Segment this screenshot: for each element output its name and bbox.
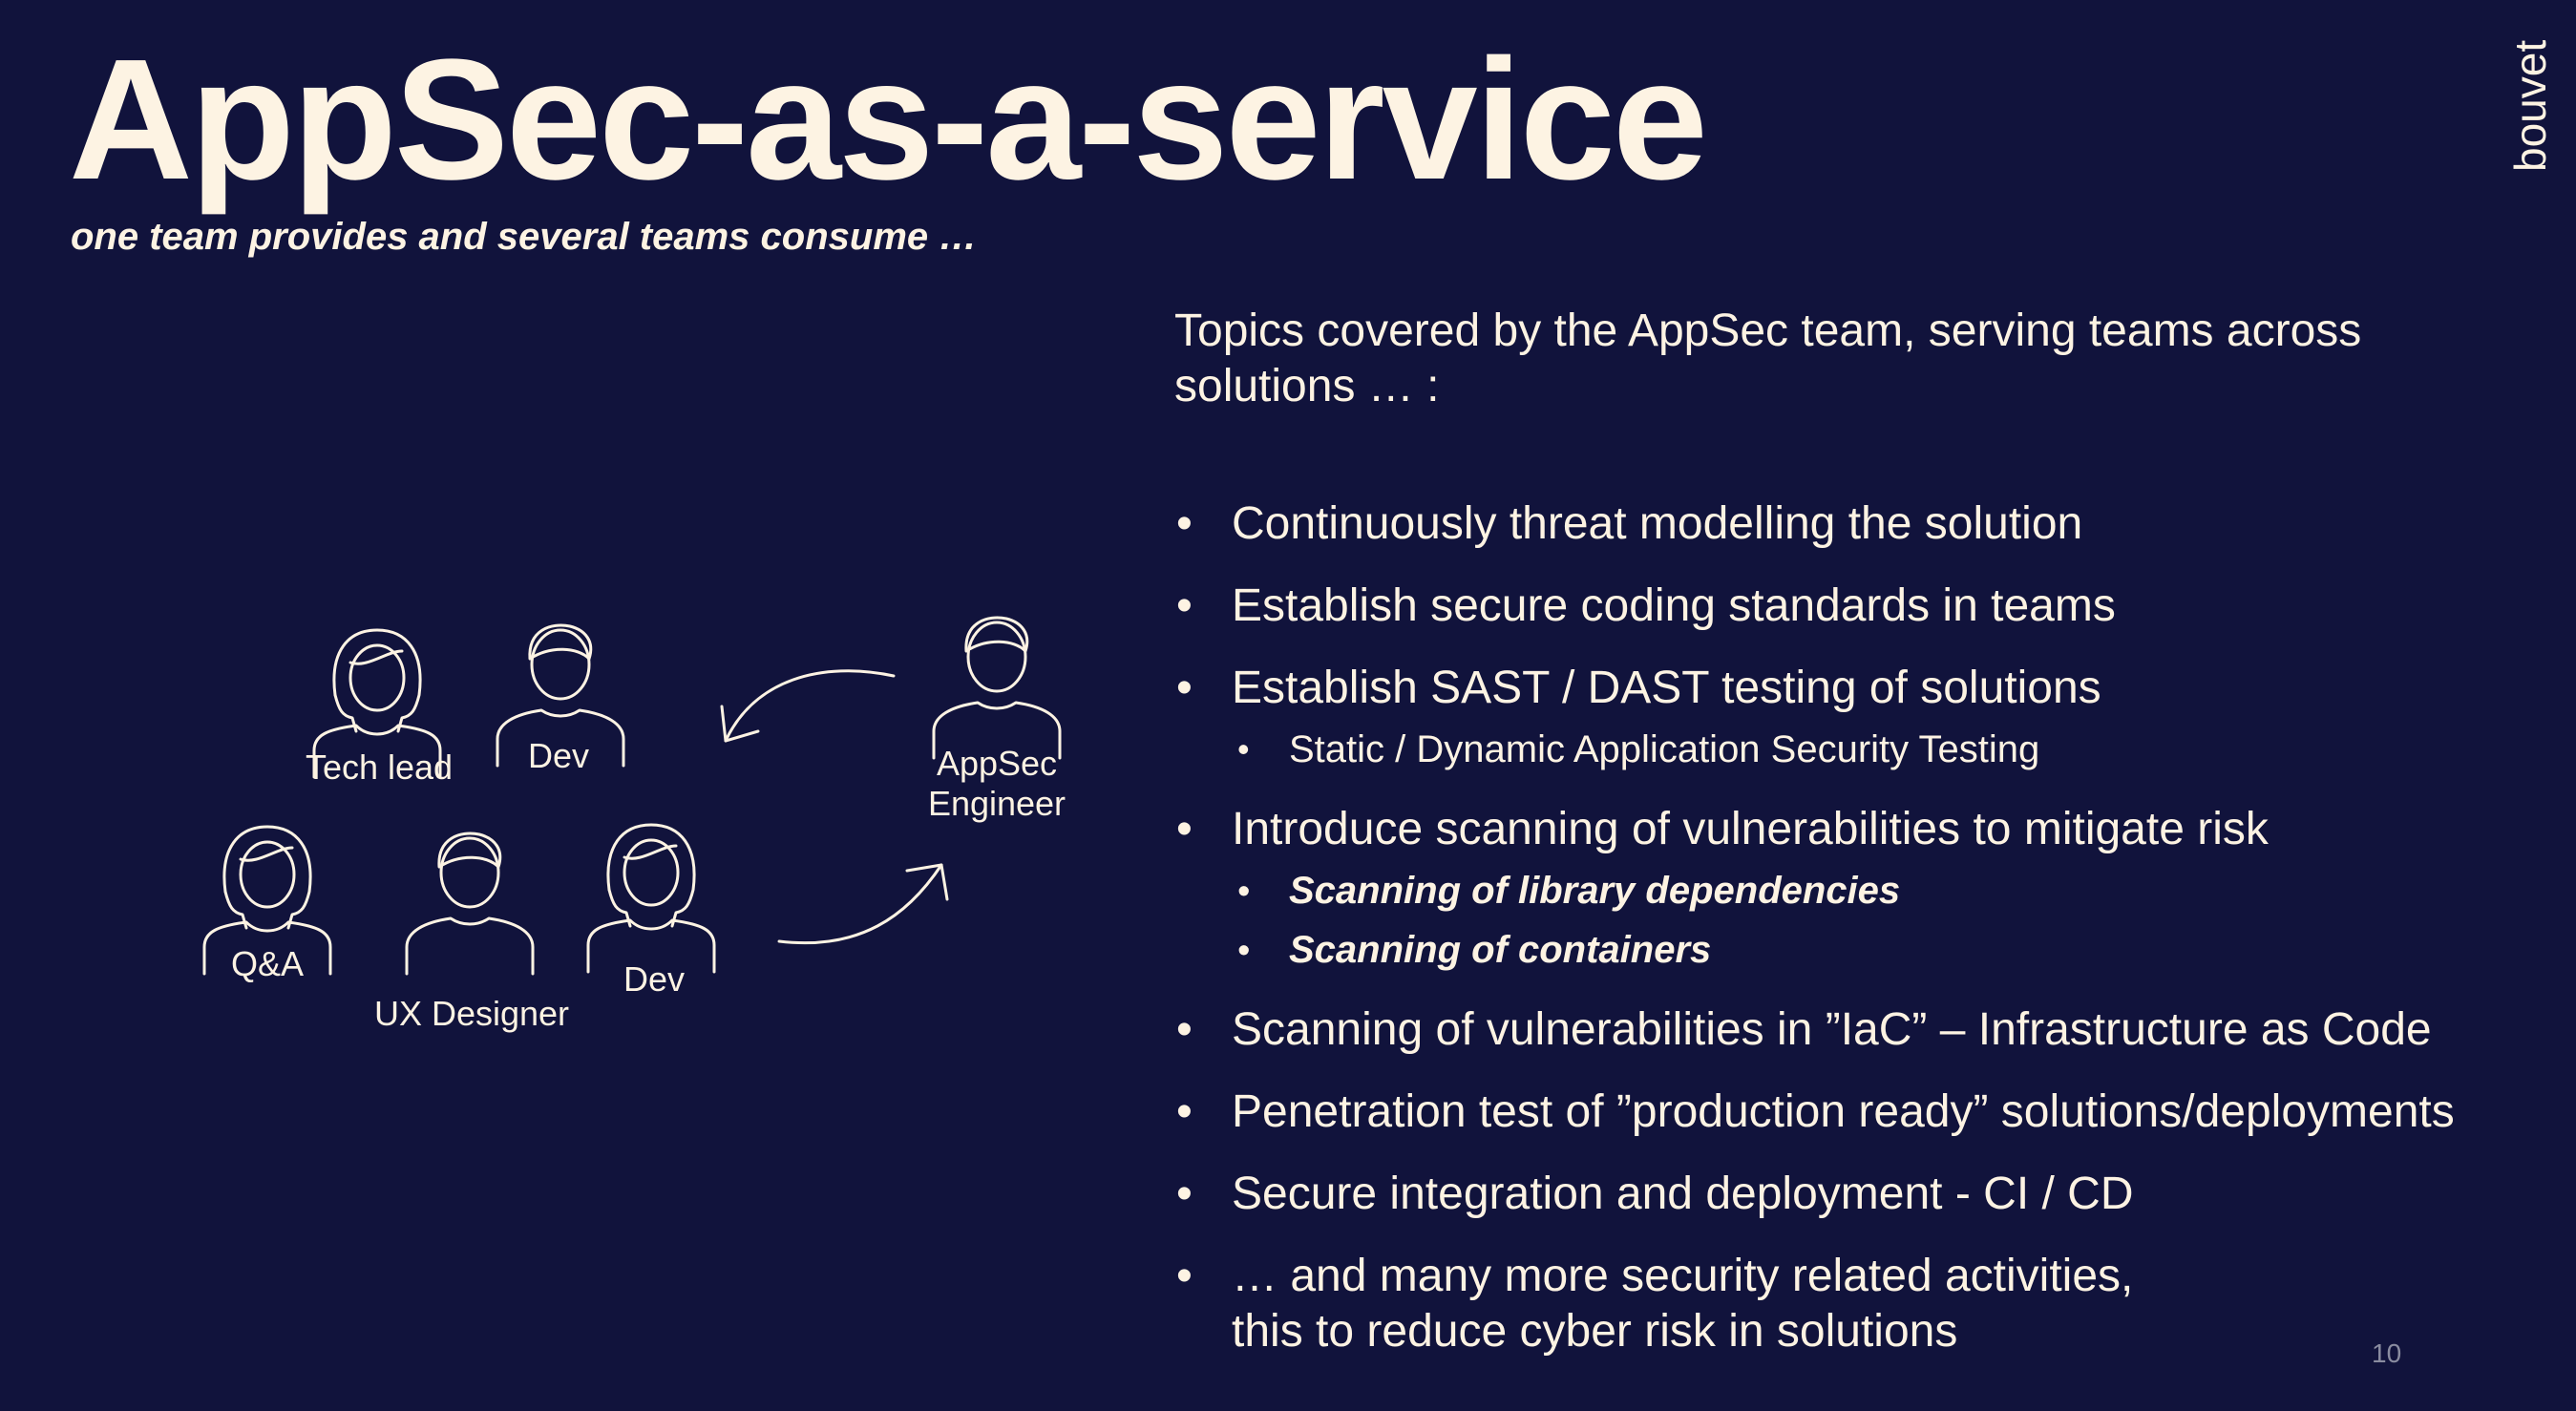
topic-item: Secure integration and deployment - CI /… xyxy=(1174,1167,2568,1222)
topic-text: Introduce scanning of vulnerabilities to… xyxy=(1232,804,2269,854)
person-ux-designer: UX Designer xyxy=(374,832,569,1033)
topic-subitem: Static / Dynamic Application Security Te… xyxy=(1232,724,2568,775)
person-appsec-engineer: AppSec Engineer xyxy=(928,616,1066,823)
topic-item: Establish SAST / DAST testing of solutio… xyxy=(1174,661,2568,775)
person-tech-lead: Tech lead xyxy=(306,628,453,787)
topic-text: Establish secure coding standards in tea… xyxy=(1232,580,2116,631)
page-number: 10 xyxy=(2372,1338,2402,1368)
topic-text-line2: this to reduce cyber risk in solutions xyxy=(1232,1306,1958,1357)
topic-text: Establish SAST / DAST testing of solutio… xyxy=(1232,663,2101,713)
topics-intro: Topics covered by the AppSec team, servi… xyxy=(1174,305,2362,411)
team-diagram: Tech lead Dev Q&A UX Designer Dev AppSec… xyxy=(202,616,1066,1033)
topic-subitem: Scanning of containers xyxy=(1232,924,2568,976)
topic-text: Secure integration and deployment - CI /… xyxy=(1232,1169,2134,1219)
person-qa: Q&A xyxy=(202,825,332,983)
topic-text: Penetration test of ”production ready” s… xyxy=(1232,1086,2455,1137)
person-label-line1: AppSec xyxy=(937,744,1057,783)
topic-item: Introduce scanning of vulnerabilities to… xyxy=(1174,802,2568,976)
arrow-to-appsec xyxy=(777,863,949,945)
topics-list: Continuously threat modelling the soluti… xyxy=(1174,496,2568,1386)
topic-text: Scanning of vulnerabilities in ”IaC” – I… xyxy=(1232,1004,2432,1055)
person-dev-bottom: Dev xyxy=(586,823,716,999)
man-icon xyxy=(405,832,535,976)
topic-item: Establish secure coding standards in tea… xyxy=(1174,579,2568,634)
slide-title: AppSec-as-a-service xyxy=(69,24,1708,216)
person-label: UX Designer xyxy=(374,994,569,1033)
brand-logo: bouvet xyxy=(2502,29,2559,181)
topic-item: Penetration test of ”production ready” s… xyxy=(1174,1085,2568,1140)
slide-subtitle: one team provides and several teams cons… xyxy=(71,216,978,258)
woman-icon xyxy=(586,823,716,974)
man-icon xyxy=(932,616,1062,760)
person-label: Q&A xyxy=(231,944,304,983)
brand-logo-text: bouvet xyxy=(2505,40,2555,172)
person-label: Dev xyxy=(623,959,685,999)
brand-name: bouvet xyxy=(2505,40,2555,172)
topic-text: Continuously threat modelling the soluti… xyxy=(1232,498,2083,549)
person-label-line2: Engineer xyxy=(928,784,1066,823)
topic-subitems: Scanning of library dependencies Scannin… xyxy=(1232,865,2568,976)
arrow-to-team xyxy=(720,669,896,743)
topic-text: … and many more security related activit… xyxy=(1232,1251,2134,1301)
topic-item: … and many more security related activit… xyxy=(1174,1249,2568,1359)
person-label: Dev xyxy=(528,736,589,775)
topic-subitems: Static / Dynamic Application Security Te… xyxy=(1232,724,2568,775)
person-dev-top: Dev xyxy=(496,623,625,775)
person-label: Tech lead xyxy=(306,748,453,787)
topic-item: Scanning of vulnerabilities in ”IaC” – I… xyxy=(1174,1002,2568,1058)
topic-subitem: Scanning of library dependencies xyxy=(1232,865,2568,916)
topic-item: Continuously threat modelling the soluti… xyxy=(1174,496,2568,552)
